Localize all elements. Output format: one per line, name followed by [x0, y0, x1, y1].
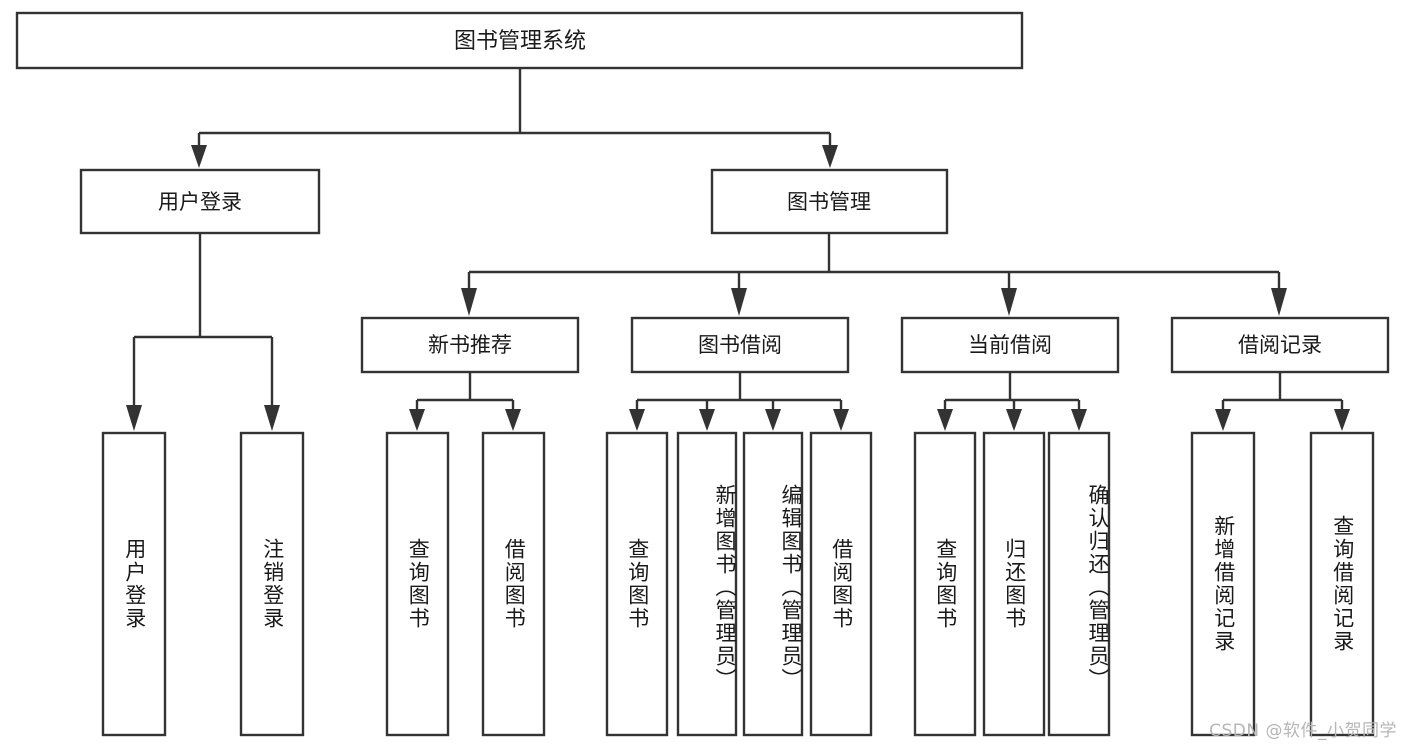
- arrowhead-query-book-3: [937, 409, 953, 431]
- node-borrow-record-label: 借阅记录: [1238, 333, 1322, 357]
- arrowhead-query-book-1: [409, 409, 425, 431]
- node-root-box: [15, 11, 1024, 70]
- leaf-box-user-logout[interactable]: [239, 431, 305, 737]
- arrowhead-borrow-book-1: [505, 409, 521, 431]
- connector-current-borrow-to-leaves: [937, 372, 1087, 431]
- leaf-box-return-book[interactable]: [982, 431, 1046, 737]
- leaf-boxes: [101, 431, 1375, 737]
- leaf-box-add-borrow-record[interactable]: [1190, 431, 1256, 737]
- node-current-borrow-label: 当前借阅: [968, 333, 1052, 357]
- node-book-borrow-box: [630, 316, 850, 374]
- arrowhead-borrow-book-2: [833, 409, 849, 431]
- arrowhead-user-login-do: [126, 405, 142, 431]
- arrowhead-return-book: [1006, 409, 1022, 431]
- connector-new-book-recommend-to-leaves: [409, 372, 521, 431]
- leaf-box-confirm-return-admin[interactable]: [1047, 431, 1111, 737]
- leaf-box-borrow-book-2[interactable]: [809, 431, 873, 737]
- arrowhead-confirm-return-admin: [1071, 409, 1087, 431]
- connector-borrow-record-to-leaves: [1215, 372, 1350, 431]
- arrowhead-user-login: [191, 145, 207, 168]
- node-root-label: 图书管理系统: [454, 29, 586, 54]
- node-user-login-label: 用户登录: [158, 190, 242, 214]
- leaf-box-borrow-book-1[interactable]: [481, 431, 546, 737]
- node-book-borrow-label: 图书借阅: [698, 333, 782, 357]
- connector-root-to-level2: [191, 68, 838, 168]
- node-borrow-record[interactable]: 借阅记录: [1170, 316, 1390, 374]
- arrowhead-query-borrow-record: [1334, 409, 1350, 431]
- connector-book-management-to-level3: [461, 233, 1287, 316]
- arrowhead-current-borrow: [1001, 288, 1017, 316]
- node-book-management[interactable]: 图书管理: [710, 168, 949, 235]
- arrowhead-user-logout: [264, 405, 280, 431]
- arrowhead-new-book-recommend: [461, 288, 477, 316]
- node-book-management-box: [710, 168, 949, 235]
- node-book-borrow[interactable]: 图书借阅: [630, 316, 850, 374]
- node-current-borrow[interactable]: 当前借阅: [900, 316, 1120, 374]
- connector-user-login-to-leaves: [126, 233, 280, 431]
- node-new-book-recommend-box: [360, 316, 580, 374]
- node-new-book-recommend-label: 新书推荐: [428, 333, 512, 357]
- leaf-box-user-login-do[interactable]: [101, 431, 167, 737]
- leaf-box-query-book-2[interactable]: [605, 431, 669, 737]
- node-root[interactable]: 图书管理系统: [15, 11, 1024, 70]
- watermark-text: CSDN @软件_小贺同学: [1209, 721, 1397, 741]
- node-user-login[interactable]: 用户登录: [79, 168, 321, 235]
- leaf-box-add-book-admin[interactable]: [676, 431, 738, 737]
- node-book-management-label: 图书管理: [787, 190, 871, 214]
- leaf-box-query-book-1[interactable]: [385, 431, 450, 737]
- leaf-box-query-book-3[interactable]: [913, 431, 977, 737]
- arrowhead-edit-book-admin: [765, 409, 781, 431]
- arrowhead-add-book-admin: [699, 409, 715, 431]
- node-new-book-recommend[interactable]: 新书推荐: [360, 316, 580, 374]
- node-borrow-record-box: [1170, 316, 1390, 374]
- arrowhead-borrow-record: [1271, 288, 1287, 316]
- arrowhead-book-management: [822, 145, 838, 168]
- arrowhead-book-borrow: [731, 288, 747, 316]
- leaf-box-edit-book-admin[interactable]: [742, 431, 804, 737]
- node-current-borrow-box: [900, 316, 1120, 374]
- arrowhead-add-borrow-record: [1215, 409, 1231, 431]
- connector-book-borrow-to-leaves: [629, 372, 849, 431]
- arrowhead-query-book-2: [629, 409, 645, 431]
- leaf-box-query-borrow-record[interactable]: [1309, 431, 1375, 737]
